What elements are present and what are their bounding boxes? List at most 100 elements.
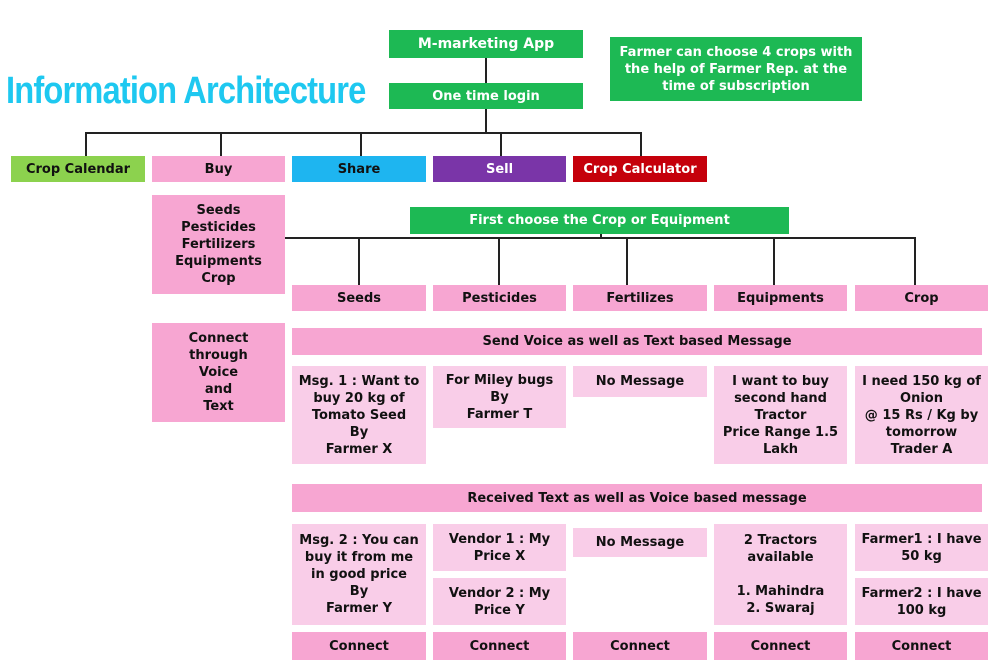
message-line: Price Y xyxy=(474,602,525,618)
message-line: By xyxy=(349,424,369,440)
message-line: 100 kg xyxy=(896,602,947,618)
message-line: Trader A xyxy=(890,441,953,457)
connector-cat-3 xyxy=(626,237,628,285)
app-label: M-marketing App xyxy=(417,35,555,52)
connect-button: Connect xyxy=(714,632,847,660)
received-message-fertilizes: No Message xyxy=(573,528,707,557)
connector-nav-2 xyxy=(220,132,222,156)
app-box: M-marketing App xyxy=(389,30,583,58)
message-line: Vendor 2 : My xyxy=(448,585,551,601)
buy-item: Pesticides xyxy=(181,220,256,235)
category-label: Crop xyxy=(904,290,939,306)
nav-crop-calculator: Crop Calculator xyxy=(573,156,707,182)
message-line: Vendor 1 : My xyxy=(448,531,551,547)
connect-button: Connect xyxy=(292,632,426,660)
received-message-header: Received Text as well as Voice based mes… xyxy=(292,484,982,512)
message-line: 2 Tractors xyxy=(743,533,818,548)
message-line: Tomato Seed xyxy=(311,407,407,423)
sent-message-fertilizes: No Message xyxy=(573,366,707,397)
message-line: in good price xyxy=(311,567,407,582)
nav-buy: Buy xyxy=(152,156,285,182)
sent-message-seeds: Msg. 1 : Want to buy 20 kg of Tomato See… xyxy=(292,366,426,464)
message-line: Farmer1 : I have xyxy=(861,531,982,547)
connect-label: Connect xyxy=(610,638,670,654)
sent-message-pesticides: For Miley bugs By Farmer T xyxy=(433,366,566,428)
message-line: Farmer Y xyxy=(325,601,392,616)
message-line: For Miley bugs xyxy=(445,372,554,388)
connector-nav-bar xyxy=(85,132,642,134)
nav-share: Share xyxy=(292,156,426,182)
nav-label: Crop Calculator xyxy=(583,161,697,177)
recv-header-label: Received Text as well as Voice based mes… xyxy=(467,490,807,506)
choose-crop-box: First choose the Crop or Equipment xyxy=(410,207,789,234)
message-line: Msg. 1 : Want to xyxy=(298,373,420,389)
sent-message-crop: I need 150 kg of Onion @ 15 Rs / Kg by t… xyxy=(855,366,988,464)
received-message-vendor-1: Vendor 1 : My Price X xyxy=(433,524,566,571)
connect-info-line: Text xyxy=(203,399,234,414)
connector-cat-4 xyxy=(773,237,775,285)
message-line: tomorrow xyxy=(885,424,958,440)
category-label: Fertilizes xyxy=(606,290,674,306)
connector-nav-1 xyxy=(85,132,87,156)
connector-login-down xyxy=(485,109,487,133)
message-line: No Message xyxy=(595,535,685,550)
received-message-farmer-2: Farmer2 : I have 100 kg xyxy=(855,578,988,625)
message-line: 2. Swaraj xyxy=(746,601,815,616)
connector-nav-4 xyxy=(500,132,502,156)
connector-cat-2 xyxy=(498,237,500,285)
connect-info-line: and xyxy=(204,382,233,397)
nav-crop-calendar: Crop Calendar xyxy=(11,156,145,182)
nav-label: Buy xyxy=(204,161,233,177)
note-line: time of subscription xyxy=(662,78,810,94)
nav-label: Sell xyxy=(485,161,514,177)
message-line: No Message xyxy=(595,374,685,389)
connect-button: Connect xyxy=(573,632,707,660)
connect-label: Connect xyxy=(469,638,530,654)
connector-cat-5 xyxy=(914,237,916,285)
connect-button: Connect xyxy=(433,632,566,660)
nav-label: Crop Calendar xyxy=(25,161,131,177)
category-crop: Crop xyxy=(855,285,988,311)
message-line: Price Range 1.5 xyxy=(722,424,839,440)
connector-nav-5 xyxy=(640,132,642,156)
message-line: 50 kg xyxy=(901,548,942,564)
note-line: the help of Farmer Rep. at the xyxy=(624,61,848,77)
connect-info-line: Connect xyxy=(188,331,249,346)
message-line: available xyxy=(747,550,814,565)
connect-through-voice-box: Connect through Voice and Text xyxy=(152,323,285,422)
note-line: Farmer can choose 4 crops with xyxy=(619,44,853,60)
message-line: Farmer2 : I have xyxy=(861,585,982,601)
message-line: Tractor xyxy=(754,407,807,423)
subscription-note: Farmer can choose 4 crops with the help … xyxy=(610,37,862,101)
category-label: Equipments xyxy=(737,290,824,306)
message-line: Msg. 2 : You can xyxy=(299,533,419,548)
message-line: By xyxy=(349,584,369,599)
message-line: Price X xyxy=(473,548,526,564)
message-line: 1. Mahindra xyxy=(736,584,825,599)
message-line: buy 20 kg of xyxy=(313,390,405,406)
message-line: I want to buy xyxy=(732,373,829,389)
category-seeds: Seeds xyxy=(292,285,426,311)
message-line: Lakh xyxy=(763,441,798,457)
connector-category-bar xyxy=(285,237,916,239)
received-message-equipments: 2 Tractors available 1. Mahindra 2. Swar… xyxy=(714,524,847,625)
connect-label: Connect xyxy=(329,638,389,654)
page-title: Information Architecture xyxy=(6,70,366,112)
message-line: By xyxy=(490,389,509,405)
login-label: One time login xyxy=(432,88,540,104)
connector-choose-down xyxy=(600,234,602,238)
nav-sell: Sell xyxy=(433,156,566,182)
buy-items-box: Seeds Pesticides Fertilizers Equipments … xyxy=(152,195,285,294)
login-box: One time login xyxy=(389,83,583,109)
received-message-vendor-2: Vendor 2 : My Price Y xyxy=(433,578,566,625)
message-line: Onion xyxy=(900,390,943,406)
message-line: I need 150 kg of xyxy=(862,373,981,389)
connector-nav-3 xyxy=(360,132,362,156)
connect-label: Connect xyxy=(750,638,811,654)
category-label: Seeds xyxy=(336,290,382,306)
nav-label: Share xyxy=(337,161,381,177)
received-message-seeds: Msg. 2 : You can buy it from me in good … xyxy=(292,524,426,625)
category-pesticides: Pesticides xyxy=(433,285,566,311)
category-equipments: Equipments xyxy=(714,285,847,311)
message-line: Farmer X xyxy=(325,441,393,457)
